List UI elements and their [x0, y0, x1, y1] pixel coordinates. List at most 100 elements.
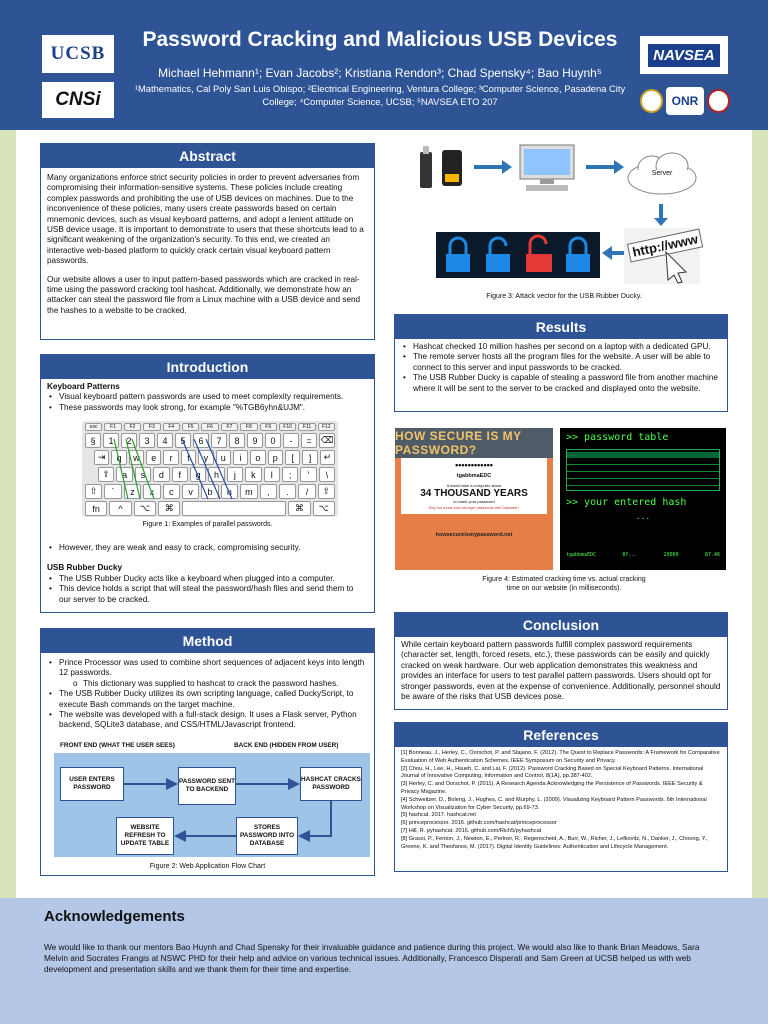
figure3-caption: Figure 3: Attack vector for the USB Rubb… [486, 293, 642, 300]
left-stripe [0, 130, 16, 898]
shot2-footer-time: 20000 [663, 552, 679, 558]
keyboard-key: r [163, 450, 179, 465]
reference-item: [3] Herley, C. and Oorschot, P. (2011). … [401, 781, 703, 795]
keyboard-key: F9 [259, 423, 277, 431]
usb-drives-image [418, 146, 470, 192]
abstract-section: Abstract Many organizations enforce stri… [40, 143, 375, 340]
keyboard-key: - [283, 433, 299, 448]
keyboard-key: ⌥ [312, 501, 335, 516]
keyboard-key: k [245, 467, 262, 482]
keyboard-key: 0 [265, 433, 281, 448]
shot2-prompt: >> your entered hash [566, 497, 687, 508]
rubber-ducky-list: The USB Rubber Ducky acts like a keyboar… [47, 574, 367, 605]
navsea-logo: NAVSEA [640, 36, 728, 74]
pattern-line-green [131, 438, 155, 500]
shot1-site: howsecureismypassword.net [435, 532, 513, 538]
references-section: References [1] Bonneau, J., Herley, C., … [394, 722, 728, 872]
list-item: However, they are weak and easy to crack… [47, 543, 367, 554]
list-item: The USB Rubber Ducky acts like a keyboar… [47, 574, 367, 585]
introduction-lower: However, they are weak and easy to crack… [47, 543, 367, 605]
keyboard-key: f [171, 467, 188, 482]
shot1-password: tgabbmaEDC [456, 473, 492, 479]
reference-item: [6] princeprocessor. 2016. github.com/ha… [401, 820, 557, 827]
shot2-footer-end: 87.46 [704, 552, 720, 558]
keyboard-key: g [189, 467, 207, 482]
shot1-big: 34 THOUSAND YEARS [420, 488, 528, 499]
abstract-p1: Many organizations enforce strict securi… [47, 173, 364, 266]
arrow-down-icon [654, 204, 668, 226]
arrow-right-icon [586, 160, 624, 174]
keyboard-key: 4 [157, 433, 173, 448]
keyboard-key: d [153, 467, 170, 482]
shot2-footer-left: tgabbmaEDC [566, 552, 597, 558]
server-label: Server [651, 170, 673, 177]
references-heading: References [395, 723, 727, 747]
keyboard-key: , [259, 484, 277, 499]
keyboard-key: ⌫ [319, 433, 335, 448]
reference-item: [4] Schweitzer, D., Boleng, J., Hughes, … [401, 796, 707, 811]
reference-item: [5] hashcat. 2017. hashcat.net [401, 812, 476, 819]
keyboard-key: 7 [211, 433, 227, 448]
keyboard-key: F12 [317, 423, 336, 431]
list-item: The remote server hosts all the program … [401, 352, 721, 373]
acknowledgements-section [0, 898, 768, 1024]
keyboard-key: e [146, 450, 162, 465]
keyboard-key: ⌘ [288, 501, 311, 516]
abstract-heading: Abstract [41, 144, 374, 168]
marine-seal-icon [706, 89, 730, 113]
abstract-p2: Our website allows a user to input patte… [47, 274, 361, 315]
keyboard-key: i [232, 450, 249, 465]
keyboard-key: § [85, 433, 101, 448]
keyboard-key: F1 [104, 423, 122, 431]
keyboard-key: 6 [193, 433, 209, 448]
navy-seal-icon [640, 89, 664, 113]
keyboard-key: t [180, 450, 197, 465]
keyboard-key [182, 501, 287, 516]
method-heading: Method [41, 629, 374, 653]
keyboard-key: q [111, 450, 127, 465]
keyboard-key: \ [318, 467, 336, 482]
keyboard-key: s [134, 467, 152, 482]
computer-icon [512, 143, 582, 193]
keyboard-key: F8 [240, 423, 258, 431]
keyboard-key: ⌘ [158, 501, 181, 516]
shot1-small3: Why not create even stronger passwords w… [428, 506, 520, 510]
keyboard-key: ` [104, 484, 122, 499]
password-strength-screenshot: HOW SECURE IS MY PASSWORD? •••••••••••• … [395, 428, 553, 570]
reference-item: [2] Chou, H., Lee, H., Hsueh, C. and Lai… [401, 765, 704, 780]
keyboard-key: u [215, 450, 231, 465]
pattern-line-green [125, 438, 141, 500]
poster-affiliations: ¹Mathematics, Cal Poly San Luis Obispo; … [134, 83, 626, 107]
conclusion-section: Conclusion While certain keyboard patter… [394, 612, 728, 710]
figure4-caption: Figure 4: Estimated cracking time vs. ac… [482, 576, 646, 592]
keyboard-key: ⇥ [94, 450, 110, 465]
results-section: Results Hashcat checked 10 million hashe… [394, 314, 728, 412]
results-body: Hashcat checked 10 million hashes per se… [395, 339, 727, 397]
keyboard-key: fn [85, 501, 108, 516]
poster-authors: Michael Hehmann¹; Evan Jacobs²; Kristian… [158, 66, 602, 80]
keyboard-key: ⇪ [98, 467, 115, 482]
keyboard-key: y [198, 450, 214, 465]
keyboard-key: 9 [247, 433, 263, 448]
keyboard-key: v [181, 484, 200, 499]
keyboard-key: F2 [123, 423, 142, 431]
introduction-heading: Introduction [41, 355, 374, 379]
navsea-logo-text: NAVSEA [648, 43, 720, 67]
flow-node-stores-password: STORES PASSWORD INTO DATABASE [236, 817, 298, 855]
keyboard-key: . [278, 484, 297, 499]
flow-node-sent-to-backend: PASSWORD SENT TO BACKEND [178, 767, 236, 805]
keyboard-key: F11 [298, 423, 316, 431]
list-item: Hashcat checked 10 million hashes per se… [401, 342, 721, 353]
keyboard-key: F3 [143, 423, 161, 431]
server-cloud-icon: Server [624, 150, 700, 198]
shot1-small2: to crack your password [453, 499, 495, 504]
flow-back-label: BACK END (HIDDEN FROM USER) [234, 742, 339, 749]
arrow-left-icon [602, 246, 624, 260]
list-item: The USB Rubber Ducky utilizes its own sc… [47, 689, 368, 710]
figure2-caption: Figure 2: Web Application Flow Chart [149, 863, 266, 870]
flow-front-label: FRONT END (WHAT THE USER SEES) [60, 742, 175, 749]
keyboard-key: ↵ [319, 450, 336, 465]
flow-node-hashcat-cracks: HASHCAT CRACKS PASSWORD [300, 767, 362, 801]
shot2-footer: tgabbmaEDC 8f... 20000 87.46 [566, 552, 720, 558]
shot2-footer-mid: 8f... [622, 552, 638, 558]
